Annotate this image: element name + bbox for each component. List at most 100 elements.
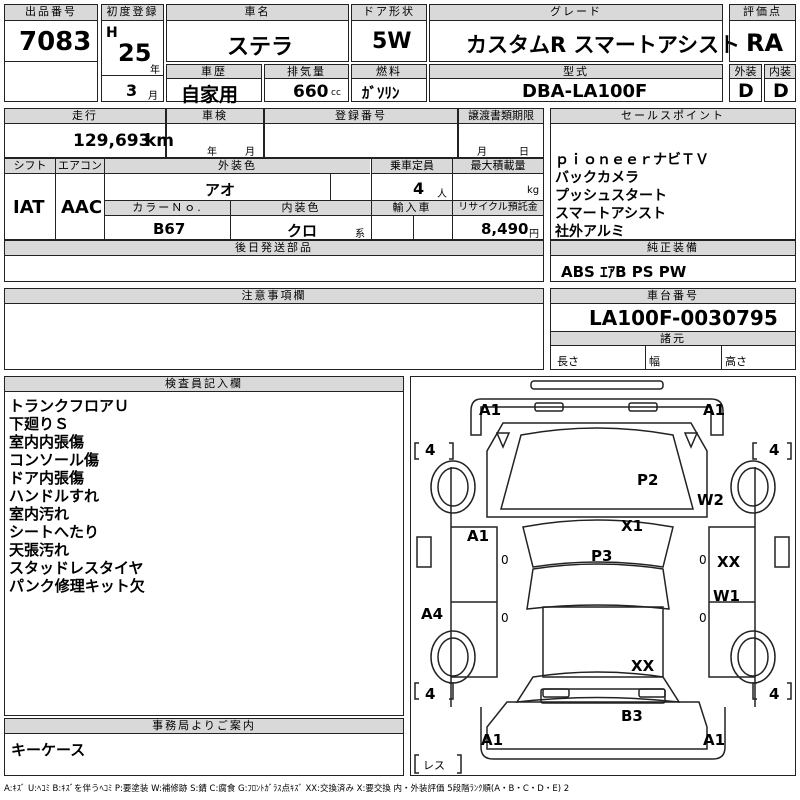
ext-color-label: 外装色 (105, 159, 370, 174)
mark-a1: A1 (467, 527, 490, 545)
regno-label: 登録番号 (265, 109, 457, 124)
grade-label: グレード (430, 5, 722, 21)
later-parts-box: 後日発送部品 (4, 240, 544, 282)
inspection-box: 車検 年 月 (166, 108, 264, 158)
width-label: 幅 (649, 355, 660, 368)
inspector-note: ハンドルすれ (9, 487, 100, 505)
mark-xx: XX (717, 553, 741, 571)
mark-w2: W2 (697, 491, 724, 509)
mark-tire: 4 (769, 685, 780, 703)
import-label: 輸入車 (372, 201, 452, 216)
damage-diagram: A1 A1 4 4 P2 W2 X1 A1 0 0 P3 XX W1 A4 0 … (410, 376, 796, 776)
door-type: 5W (372, 29, 412, 54)
load-label: 最大積載量 (453, 159, 543, 174)
sales-point: スマートアシスト (555, 206, 667, 222)
color-no: B67 (153, 220, 186, 238)
mark-x1: X1 (621, 517, 644, 535)
mark-xx: XX (631, 657, 655, 675)
load-unit: kg (527, 185, 540, 196)
mark-w1: W1 (713, 587, 740, 605)
exterior-label: 外装 (730, 65, 761, 79)
inspector-note: 下廻りＳ (9, 415, 70, 433)
ext-color: アオ (205, 181, 236, 199)
first-reg-label: 初度登録 (102, 5, 163, 21)
inspector-note: トランクフロアＵ (9, 397, 130, 415)
sales-point: バックカメラ (555, 170, 639, 186)
mark-a1: A1 (703, 401, 726, 419)
first-registration-box: 初度登録 H 25 年 3 月 (101, 4, 164, 102)
sales-point: 社外アルミ (555, 224, 625, 240)
mark-p3: P3 (591, 547, 613, 565)
sales-points-box: セールスポイント ｐｉｏｎｅｅｒナビＴＶ バックカメラ プッシュスタート スマー… (550, 108, 796, 240)
later-parts-label: 後日発送部品 (5, 241, 543, 256)
recycle-unit: 円 (529, 229, 539, 240)
inspector-note: シートへたり (9, 523, 100, 541)
reg-year: 25 (118, 39, 152, 67)
car-name-label: 車名 (167, 5, 348, 21)
spare-tire-status: レス (423, 759, 445, 772)
mark-p2: P2 (637, 471, 659, 489)
mileage-box: 走行 129,693 km (4, 108, 174, 158)
int-color-label: 内装色 (231, 201, 371, 216)
chassis-label: 車台番号 (551, 289, 795, 304)
office-label: 事務局よりご案内 (5, 719, 403, 734)
capacity-label: 乗車定員 (372, 159, 452, 174)
equipment: ABS ｴｱB PS PW (561, 263, 687, 281)
inspector-note: 天張汚れ (9, 541, 70, 559)
history: 自家用 (181, 84, 239, 106)
displacement: 660 (293, 82, 329, 102)
door-label: ドア形状 (352, 5, 426, 21)
exterior-box: 外装 D (729, 64, 762, 102)
inspector-box: 検査員記入欄 トランクフロアＵ 下廻りＳ 室内内張傷 コンソール傷 ドア内張傷 … (4, 376, 404, 716)
inspector-note: コンソール傷 (9, 451, 100, 469)
height-label: 高さ (725, 355, 747, 368)
lot-number: 7083 (19, 27, 92, 57)
car-name: ステラ (227, 35, 294, 60)
score: RA (746, 29, 784, 57)
mark-a1: A1 (479, 401, 502, 419)
capacity-unit: 人 (437, 189, 447, 200)
regno-box: 登録番号 (264, 108, 458, 158)
notes-box: 注意事項欄 (4, 288, 544, 370)
transfer-box: 譲渡書類期限 月 日 (458, 108, 544, 158)
fuel: ｶﾞｿﾘﾝ (362, 84, 400, 102)
month-unit: 月 (148, 91, 158, 102)
spec-grid: シフト IAT エアコン AAC 外装色 アオ 乗車定員 4 人 最大積載量 k… (4, 158, 544, 240)
mark-a1: A1 (703, 731, 726, 749)
capacity: 4 (413, 179, 425, 198)
mark-zero: 0 (699, 553, 707, 567)
sales-point: ｐｉｏｎｅｅｒナビＴＶ (555, 152, 709, 168)
length-label: 長さ (557, 355, 579, 368)
transfer-day-unit: 日 (519, 147, 529, 158)
recycle-fee: 8,490 (481, 220, 529, 238)
car-outline-diagram (414, 380, 792, 774)
lot-number-box: 出品番号 7083 (4, 4, 98, 102)
model: DBA-LA100F (522, 81, 648, 102)
inspector-note: スタッドレスタイヤ (9, 559, 144, 577)
insp-year-unit: 年 (207, 147, 217, 158)
mark-tire: 4 (425, 685, 436, 703)
equipment-box: 純正装備 ABS ｴｱB PS PW (550, 240, 796, 282)
mark-tire: 4 (769, 441, 780, 459)
shift-label: シフト (5, 159, 55, 174)
displacement-box: 排気量 660 cc (264, 64, 349, 102)
inspector-note: パンク修理キット欠 (9, 577, 145, 595)
chassis-box: 車台番号 LA100F-0030795 諸元 長さ 幅 高さ (550, 288, 796, 370)
transfer-label: 譲渡書類期限 (459, 109, 543, 124)
inspector-note: ドア内張傷 (9, 469, 85, 487)
mark-a1: A1 (481, 731, 504, 749)
model-box: 型式 DBA-LA100F (429, 64, 723, 102)
int-color: クロ (287, 222, 318, 240)
dims-label: 諸元 (551, 332, 795, 346)
mark-zero: 0 (699, 611, 707, 625)
grade: カスタムR スマートアシスト (466, 33, 741, 57)
displacement-unit: cc (331, 88, 341, 98)
legend: A:ｷｽﾞ U:ﾍｺﾐ B:ｷｽﾞを伴うﾍｺﾐ P:要塗装 W:補修跡 S:錆 … (4, 784, 570, 794)
mark-a4: A4 (421, 605, 444, 623)
inspector-label: 検査員記入欄 (5, 377, 403, 392)
ac-label: エアコン (56, 159, 104, 174)
inspection-label: 車検 (167, 109, 263, 124)
model-label: 型式 (430, 65, 722, 79)
mark-tire: 4 (425, 441, 436, 459)
displacement-label: 排気量 (265, 65, 348, 79)
